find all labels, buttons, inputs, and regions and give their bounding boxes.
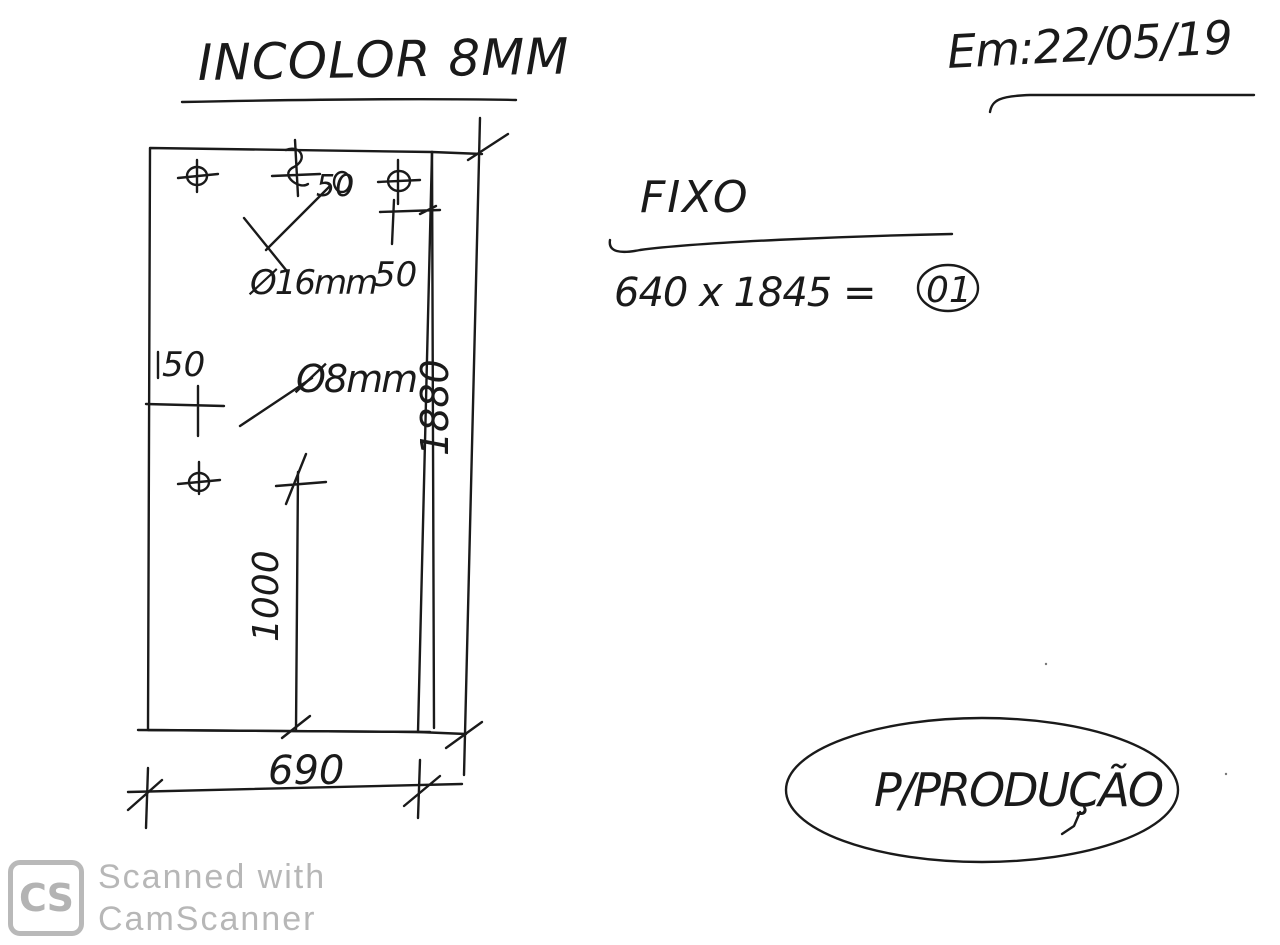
glass-panel-outline: [146, 146, 434, 734]
hole-top-right: [376, 158, 422, 206]
height-label: 1880: [413, 359, 457, 456]
top-offset-tick: [378, 198, 442, 246]
inner-height-label: 1000: [246, 550, 287, 642]
panel-bottom-extension: [136, 728, 432, 734]
watermark-line-2: CamScanner: [98, 900, 317, 938]
camscanner-logo: CS: [8, 860, 84, 936]
width-ext-left: [144, 766, 150, 830]
inner-guide-line: [430, 150, 436, 730]
stamp-cedilla: [1060, 810, 1082, 836]
hole-diameter-small-label: Ø8mm: [294, 357, 416, 401]
width-tick-left: [126, 778, 164, 812]
hole-lower-left: [176, 460, 222, 496]
spec-type-label: FIXO: [640, 172, 750, 223]
top-offset-label: 50: [374, 255, 417, 295]
camscanner-watermark: CS Scanned with CamScanner: [8, 856, 326, 940]
height-tick-bottom: [444, 720, 484, 750]
width-dimension-line: [126, 782, 464, 794]
hole-lower-middle-marker: [274, 452, 328, 506]
leader-16mm: [242, 184, 332, 272]
watermark-line-1: Scanned with: [98, 858, 327, 896]
spec-underline: [608, 232, 954, 254]
material-underline: [180, 97, 518, 104]
left-offset-line: [144, 384, 226, 438]
top-extension-line: [430, 150, 484, 156]
height-tick-top: [466, 132, 510, 162]
width-tick-right: [402, 774, 442, 808]
height-dimension-line: [462, 116, 482, 777]
quantity-label: 01: [926, 270, 972, 311]
spec-dimensions-label: 640 x 1845 =: [614, 270, 875, 316]
material-label: INCOLOR 8MM: [197, 28, 570, 92]
hole-diameter-large-label: Ø16mm: [248, 263, 376, 303]
hole-small-sketch: [332, 170, 352, 194]
inner-height-tick-bottom: [280, 714, 312, 740]
width-label: 690: [268, 748, 344, 794]
date-label: Em:22/05/19: [946, 10, 1233, 79]
inner-height-dimension-line: [294, 470, 300, 732]
hole-top-left: [176, 158, 220, 194]
camscanner-text: Scanned with CamScanner: [98, 856, 326, 940]
left-offset-label: 50: [162, 345, 205, 385]
width-ext-right: [416, 758, 422, 820]
hole-top-middle: [270, 138, 322, 198]
scan-dust: [1044, 662, 1228, 776]
stamp-label: P/PRODUÇÃO: [874, 763, 1163, 817]
hole-spacing-label: 50: [316, 169, 354, 204]
date-underline: [988, 93, 1256, 114]
leader-8mm: [238, 376, 314, 428]
quantity-circle: [916, 263, 980, 313]
stamp-oval: [784, 716, 1180, 864]
